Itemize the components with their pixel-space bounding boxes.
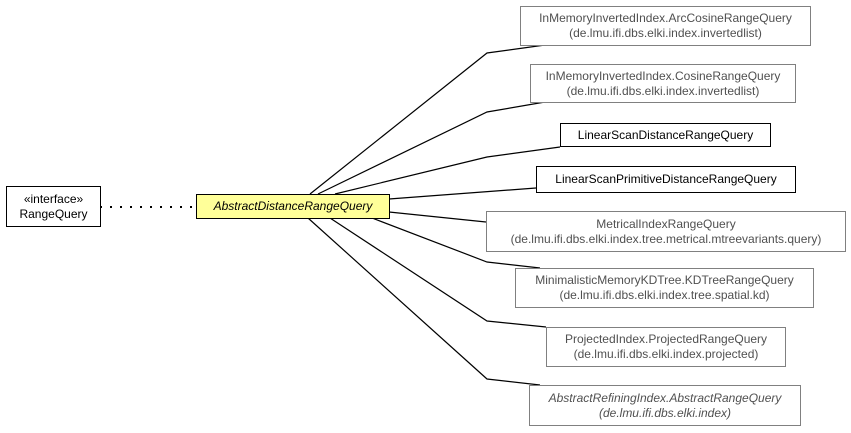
inheritance-link — [309, 44, 546, 195]
inheritance-link — [334, 146, 561, 195]
inheritance-link — [329, 217, 547, 328]
package-name: (de.lmu.ifi.dbs.elki.index.invertedlist) — [569, 26, 762, 40]
class-projected-range-query[interactable]: ProjectedIndex.ProjectedRangeQuery (de.l… — [546, 327, 786, 367]
class-name: InMemoryInvertedIndex.CosineRangeQuery — [545, 68, 781, 83]
interface-range-query[interactable]: «interface» RangeQuery — [6, 186, 101, 227]
class-name: LinearScanDistanceRangeQuery — [577, 127, 754, 142]
class-name: LinearScanPrimitiveDistanceRangeQuery — [555, 172, 777, 186]
class-name: MinimalisticMemoryKDTree.KDTreeRangeQuer… — [535, 273, 794, 287]
class-name: MetricalIndexRangeQuery — [596, 216, 736, 231]
stereotype-label: «interface» — [23, 191, 84, 206]
class-name: RangeQuery — [19, 206, 88, 221]
package-name: (de.lmu.ifi.dbs.elki.index.invertedlist) — [566, 83, 760, 98]
inheritance-link — [371, 217, 541, 269]
class-metrical-index-range-query[interactable]: MetricalIndexRangeQuery (de.lmu.ifi.dbs.… — [486, 211, 846, 252]
class-arc-cosine-range-query[interactable]: InMemoryInvertedIndex.ArcCosineRangeQuer… — [520, 6, 811, 46]
class-abstract-distance-range-query[interactable]: AbstractDistanceRangeQuery — [196, 194, 390, 219]
class-name: InMemoryInvertedIndex.ArcCosineRangeQuer… — [539, 11, 792, 25]
inheritance-link — [388, 211, 487, 223]
class-linear-scan-primitive-distance-range-query[interactable]: LinearScanPrimitiveDistanceRangeQuery — [536, 166, 796, 193]
class-name: ProjectedIndex.ProjectedRangeQuery — [564, 332, 768, 346]
class-abstract-range-query[interactable]: AbstractRefiningIndex.AbstractRangeQuery… — [529, 385, 801, 426]
class-cosine-range-query[interactable]: InMemoryInvertedIndex.CosineRangeQuery (… — [530, 64, 796, 103]
package-name: (de.lmu.ifi.dbs.elki.index) — [598, 405, 732, 420]
inheritance-link — [388, 187, 537, 200]
class-name: AbstractDistanceRangeQuery — [213, 199, 373, 213]
package-name: (de.lmu.ifi.dbs.elki.index.projected) — [573, 347, 759, 361]
package-name: (de.lmu.ifi.dbs.elki.index.tree.metrical… — [510, 231, 822, 246]
inheritance-link — [307, 217, 541, 386]
class-kd-tree-range-query[interactable]: MinimalisticMemoryKDTree.KDTreeRangeQuer… — [515, 268, 814, 308]
package-name: (de.lmu.ifi.dbs.elki.index.tree.spatial.… — [559, 288, 770, 302]
class-linear-scan-distance-range-query[interactable]: LinearScanDistanceRangeQuery — [560, 123, 771, 147]
class-name: AbstractRefiningIndex.AbstractRangeQuery — [548, 390, 782, 405]
inheritance-link — [317, 101, 546, 195]
